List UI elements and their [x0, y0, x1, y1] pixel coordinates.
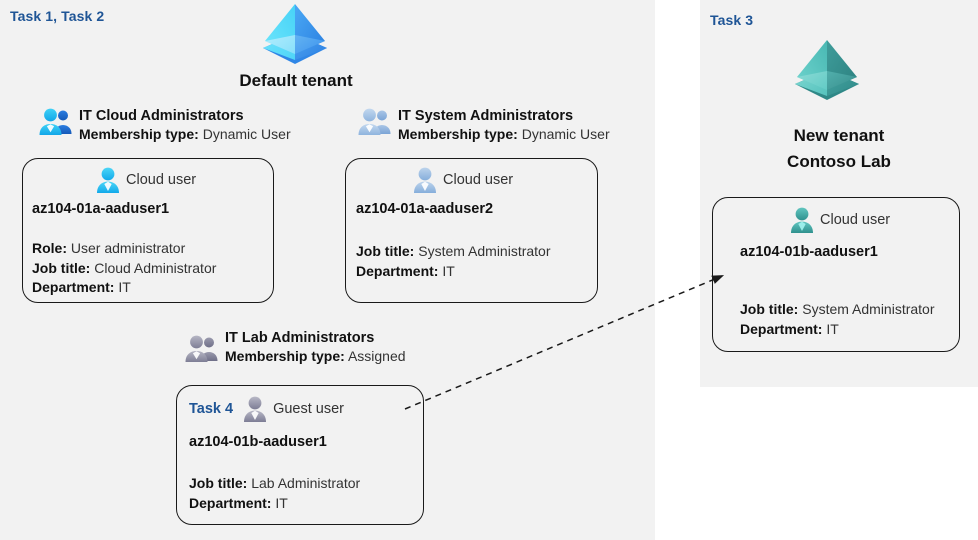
attr-value: IT	[442, 262, 455, 279]
azure-ad-tenant-icon-default	[257, 2, 333, 66]
attr-value: Lab Administrator	[251, 475, 361, 491]
attr-value: Cloud Administrator	[94, 259, 217, 276]
group-membership-it-system-administrators: Membership type: Dynamic User	[398, 125, 610, 144]
user-name-az104-01b-aaduser1-new-tenant: az104-01b-aaduser1	[740, 244, 878, 260]
attr-key: Department:	[740, 320, 823, 337]
user-name-az104-01b-aaduser1-guest: az104-01b-aaduser1	[189, 434, 327, 450]
cloud-user-icon-az104-01a-aaduser1	[95, 166, 121, 194]
attr-key: Job title:	[356, 243, 415, 259]
user-card-az104-01a-aaduser1[interactable]	[22, 158, 274, 303]
attr-key: Department:	[356, 262, 439, 279]
user-name-az104-01a-aaduser1: az104-01a-aaduser1	[32, 201, 170, 217]
group-name-it-lab-administrators: IT Lab Administrators	[225, 330, 375, 346]
user-attr-row: Department: IT	[356, 262, 551, 282]
membership-type-label-1: Membership type:	[398, 126, 518, 142]
user-attr-row: Job title: System Administrator	[740, 300, 935, 320]
user-role-label-az104-01b-aaduser1-guest: Guest user	[273, 401, 344, 417]
cloud-user-icon-az104-01b-aaduser1	[789, 206, 815, 234]
user-role-label-az104-01a-aaduser1: Cloud user	[126, 172, 197, 188]
attr-value: IT	[118, 279, 131, 295]
attr-value: IT	[826, 320, 839, 337]
group-users-icon-it-cloud-administrators	[38, 107, 74, 137]
group-users-icon-it-lab-administrators	[184, 334, 220, 364]
membership-type-value-1: Dynamic User	[521, 126, 610, 142]
group-header-it-system-administrators: IT System Administrators Membership type…	[398, 107, 610, 144]
task-label-right: Task 3	[710, 12, 754, 28]
user-role-line-az104-01a-aaduser1: Cloud user	[95, 166, 196, 194]
user-role-line-az104-01b-aaduser1-new-tenant: Cloud user	[789, 206, 890, 234]
user-role-line-az104-01a-aaduser2: Cloud user	[412, 166, 513, 194]
user-attr-row: Job title: System Administrator	[356, 242, 551, 262]
attr-value: System Administrator	[418, 243, 551, 259]
attr-key: Department:	[189, 494, 272, 511]
user-attr-row: Department: IT	[32, 278, 216, 298]
user-attrs-az104-01b-aaduser1-guest: Job title: Lab Administrator Department:…	[189, 474, 360, 513]
user-attr-row: Department: IT	[189, 494, 360, 514]
guest-user-icon-az104-01b-aaduser1	[242, 395, 268, 423]
membership-type-value-2: Assigned	[347, 348, 406, 364]
user-attrs-az104-01a-aaduser1: Role: User administrator Job title: Clou…	[32, 239, 216, 298]
user-attr-row: Role: User administrator	[32, 239, 216, 259]
default-tenant-title: Default tenant	[239, 71, 353, 90]
user-card-az104-01b-aaduser1-new-tenant[interactable]	[712, 197, 960, 352]
user-attr-row: Job title: Cloud Administrator	[32, 259, 216, 279]
group-header-it-lab-administrators: IT Lab Administrators Membership type: A…	[225, 329, 406, 366]
cloud-user-icon-az104-01a-aaduser2	[412, 166, 438, 194]
group-name-it-system-administrators: IT System Administrators	[398, 108, 574, 124]
new-tenant-title-line2: Contoso Lab	[787, 152, 891, 171]
group-membership-it-cloud-administrators: Membership type: Dynamic User	[79, 125, 291, 144]
user-card-az104-01b-aaduser1-guest[interactable]	[176, 385, 424, 525]
attr-key: Job title:	[740, 301, 799, 317]
attr-key: Job title:	[32, 259, 91, 276]
user-attrs-az104-01a-aaduser2: Job title: System Administrator Departme…	[356, 242, 551, 281]
attr-key: Role:	[32, 240, 67, 256]
new-tenant-title-line1: New tenant	[793, 126, 885, 145]
membership-type-label-0: Membership type:	[79, 126, 199, 142]
attr-value: System Administrator	[802, 301, 935, 317]
azure-ad-tenant-icon-new	[789, 38, 865, 102]
task-label-left: Task 1, Task 2	[10, 8, 105, 24]
group-header-it-cloud-administrators: IT Cloud Administrators Membership type:…	[79, 107, 291, 144]
attr-value: IT	[275, 494, 288, 511]
user-attr-row: Job title: Lab Administrator	[189, 474, 360, 494]
attr-value: User administrator	[70, 240, 186, 256]
user-role-line-az104-01b-aaduser1-guest: Task 4 Guest user	[189, 395, 344, 423]
membership-type-label-2: Membership type:	[225, 348, 345, 364]
user-attrs-az104-01b-aaduser1-new-tenant: Job title: System Administrator Departme…	[740, 300, 935, 339]
group-users-icon-it-system-administrators	[357, 107, 393, 137]
default-tenant-panel	[0, 0, 655, 540]
user-role-label-az104-01a-aaduser2: Cloud user	[443, 172, 514, 188]
attr-key: Job title:	[189, 475, 248, 491]
group-membership-it-lab-administrators: Membership type: Assigned	[225, 347, 406, 366]
group-name-it-cloud-administrators: IT Cloud Administrators	[79, 108, 244, 124]
membership-type-value-0: Dynamic User	[202, 126, 291, 142]
inline-task-label-task4: Task 4	[189, 401, 234, 417]
user-role-label-az104-01b-aaduser1-new-tenant: Cloud user	[820, 212, 891, 228]
attr-key: Department:	[32, 279, 115, 295]
user-attr-row: Department: IT	[740, 320, 935, 340]
user-name-az104-01a-aaduser2: az104-01a-aaduser2	[356, 201, 494, 217]
